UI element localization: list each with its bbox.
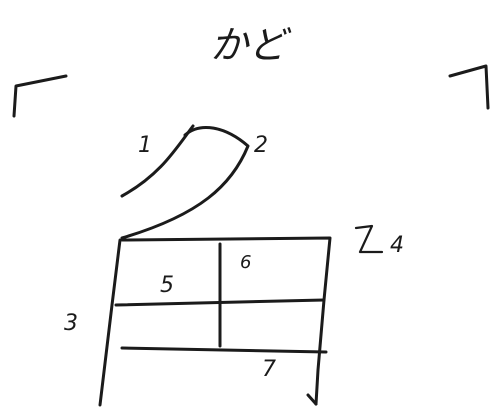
stroke-3 xyxy=(98,238,122,407)
stroke-4-mark xyxy=(354,224,384,254)
stroke-number-4: 4 xyxy=(390,233,404,258)
stroke-1 xyxy=(120,124,195,198)
stroke-number-5: 5 xyxy=(160,273,174,298)
stroke-number-1: 1 xyxy=(138,133,152,158)
left-corner-bracket xyxy=(12,74,68,118)
stroke-7 xyxy=(120,346,328,354)
stroke-number-2: 2 xyxy=(254,133,268,158)
stroke-number-3: 3 xyxy=(64,311,78,336)
stroke-number-7: 7 xyxy=(262,357,276,382)
stroke-number-6: 6 xyxy=(240,252,251,273)
stroke-4-hook xyxy=(306,393,318,406)
stroke-2 xyxy=(120,126,250,240)
title-text: かど xyxy=(210,23,292,67)
stroke-4 xyxy=(120,236,332,406)
right-corner-bracket xyxy=(448,64,490,110)
